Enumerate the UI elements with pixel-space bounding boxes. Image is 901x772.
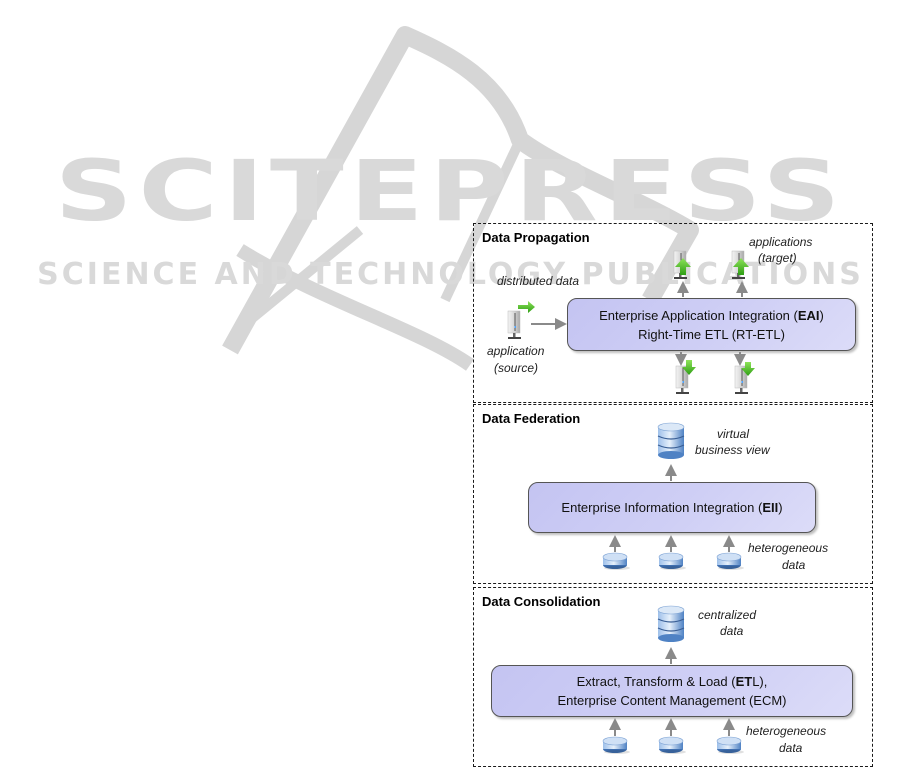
etl-box-line2: Enterprise Content Management (ECM) [557, 693, 787, 708]
label-input-line2: data [779, 741, 803, 755]
etl-box-line1: Extract, Transform & Load (ETL), [576, 674, 768, 689]
label-source-line1: application [487, 344, 545, 358]
eii-box: Enterprise Information Integration (EII) [528, 482, 816, 533]
eai-box: Enterprise Application Integration (EAI)… [567, 298, 856, 351]
eai-box-line2: Right-Time ETL (RT-ETL) [638, 326, 785, 342]
label-output-line2: business view [695, 443, 770, 457]
label-target-line1: applications [749, 235, 813, 249]
label-target-line2: (target) [758, 251, 797, 265]
section-title: Data Consolidation [482, 594, 601, 609]
label-output-line1: centralized [698, 608, 757, 622]
label-input-line1: heterogeneous [746, 724, 827, 738]
section-data-propagation: Data Propagation [473, 223, 873, 403]
eai-box-line1: Enterprise Application Integration (EAI) [599, 307, 824, 323]
label-source-line2: (source) [494, 361, 539, 375]
section-title: Data Federation [482, 411, 581, 426]
label-distributed-data: distributed data [497, 274, 580, 288]
section-title: Data Propagation [482, 230, 590, 245]
section-data-federation: Data Federation [473, 404, 873, 584]
label-input-line1: heterogeneous [748, 541, 829, 555]
label-output-line2: data [720, 624, 744, 638]
eii-box-line1: Enterprise Information Integration (EII) [561, 500, 783, 515]
etl-box: Extract, Transform & Load (ETL), Enterpr… [491, 665, 853, 717]
section-data-consolidation: Data Consolidation [473, 587, 873, 767]
label-output-line1: virtual [717, 427, 750, 441]
label-input-line2: data [782, 558, 806, 572]
